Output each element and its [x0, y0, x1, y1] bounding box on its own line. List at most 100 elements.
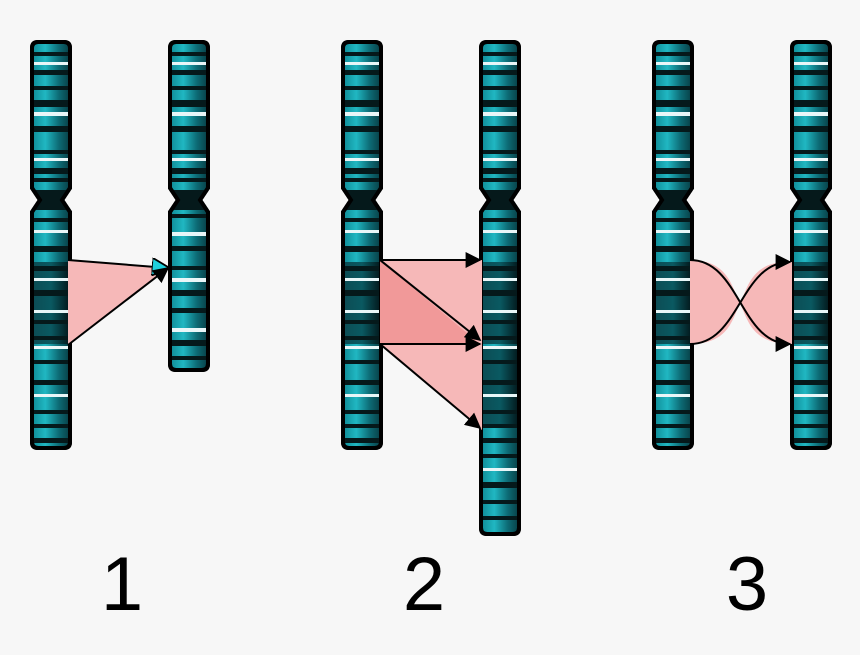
- panel-1-arrow-lower: [67, 267, 170, 346]
- chromosome-band: [656, 62, 690, 65]
- chromosome-band: [345, 70, 379, 75]
- chromosome-band: [172, 52, 206, 56]
- chromosome-band: [345, 380, 379, 385]
- chromosome-band: [483, 410, 517, 414]
- chromosome-dark-region: [794, 262, 828, 344]
- chromosome-outline: [790, 40, 832, 450]
- chromosome-band: [794, 52, 828, 56]
- chromosome-band: [794, 218, 828, 222]
- chromosome-band: [34, 278, 68, 281]
- chromosome-band: [172, 328, 206, 332]
- chromosome-band: [656, 394, 690, 397]
- chromosome-band: [483, 246, 517, 252]
- chromosome-band: [656, 246, 690, 252]
- chromosome-band: [656, 52, 690, 56]
- chromosome-band: [483, 112, 517, 116]
- chromosome-band: [34, 150, 68, 154]
- chromosome-band: [345, 86, 379, 90]
- chromosome-band: [345, 266, 379, 271]
- chromosome-band: [794, 310, 828, 313]
- chromosome-band: [656, 168, 690, 174]
- chromosome-band: [483, 360, 517, 364]
- chromosome-band: [794, 158, 828, 161]
- chromosome-band: [483, 380, 517, 385]
- chromosome-band: [656, 230, 690, 233]
- chromosome-band: [172, 246, 206, 251]
- chromosome-band: [345, 168, 379, 174]
- chromosome-band: [345, 394, 379, 397]
- chromosome-band: [656, 410, 690, 414]
- chromosome-band: [172, 150, 206, 154]
- chromosome-band: [656, 158, 690, 161]
- panel-3-left-chromosome: [652, 40, 694, 450]
- panel-3-number: 3: [726, 542, 768, 627]
- panel-3-arrow-lower: [689, 254, 792, 345]
- chromosome-band: [34, 438, 68, 443]
- chromosome-band: [656, 112, 690, 116]
- chromosome-band: [794, 290, 828, 296]
- chromosome-band: [172, 126, 206, 132]
- chromosome-band: [483, 266, 517, 271]
- chromosome-band: [483, 516, 517, 520]
- chromosome-band: [483, 158, 517, 161]
- chromosome-band: [794, 126, 828, 132]
- chromosome-band: [34, 410, 68, 414]
- chromosome-band: [345, 126, 379, 132]
- chromosome-band: [794, 278, 828, 281]
- centromere: [654, 190, 692, 210]
- chromosome-band: [794, 150, 828, 154]
- chromosome-band: [794, 168, 828, 174]
- chromosome-band: [794, 424, 828, 428]
- chromosome-band: [483, 320, 517, 324]
- chromosome-band: [172, 100, 206, 107]
- chromosome-band: [172, 290, 206, 296]
- chromosome-band: [483, 230, 517, 233]
- chromosome-band: [794, 320, 828, 324]
- chromosome-outline: [30, 40, 72, 450]
- chromosome-band: [345, 320, 379, 324]
- chromosome-band: [794, 394, 828, 397]
- chromosome-band: [34, 52, 68, 56]
- panel-3: 3: [652, 40, 832, 627]
- chromosome-band: [794, 86, 828, 90]
- panel-2-right-chromosome: [479, 40, 521, 536]
- chromosome-outline: [479, 40, 521, 536]
- chromosome-band: [172, 278, 206, 282]
- chromosome-band: [345, 112, 379, 116]
- chromosome-band: [656, 290, 690, 296]
- chromosome-band: [172, 356, 206, 360]
- chromosome-band: [34, 290, 68, 296]
- chromosome-band: [34, 394, 68, 397]
- chromosome-band: [34, 86, 68, 90]
- chromosome-band: [345, 360, 379, 364]
- chromosome-band: [34, 310, 68, 313]
- chromosome-band: [656, 380, 690, 385]
- chromosome-band: [483, 52, 517, 56]
- chromosome-band: [345, 438, 379, 443]
- panel-1-transfer-region: [68, 260, 168, 345]
- chromosome-band: [656, 336, 690, 340]
- chromosome-band: [34, 62, 68, 65]
- chromosome-band: [794, 62, 828, 65]
- centromere: [170, 190, 208, 210]
- chromosome-outline: [341, 40, 383, 450]
- chromosome-band: [483, 394, 517, 397]
- chromosome-band: [656, 178, 690, 182]
- chromosome-band: [483, 278, 517, 281]
- chromosome-band: [34, 424, 68, 428]
- chromosome-band: [34, 336, 68, 340]
- chromosome-band: [345, 246, 379, 252]
- chromosome-band: [34, 218, 68, 222]
- chromosome-band: [345, 336, 379, 340]
- chromosome-band: [483, 100, 517, 107]
- chromosome-dark-region: [656, 262, 690, 344]
- centromere: [32, 190, 70, 210]
- chromosome-band: [656, 266, 690, 271]
- chromosome-band: [483, 310, 517, 313]
- chromosome-band: [794, 380, 828, 385]
- chromosome-band: [172, 86, 206, 90]
- chromosome-outline: [168, 40, 210, 372]
- chromosome-band: [483, 86, 517, 90]
- chromosome-band: [794, 178, 828, 182]
